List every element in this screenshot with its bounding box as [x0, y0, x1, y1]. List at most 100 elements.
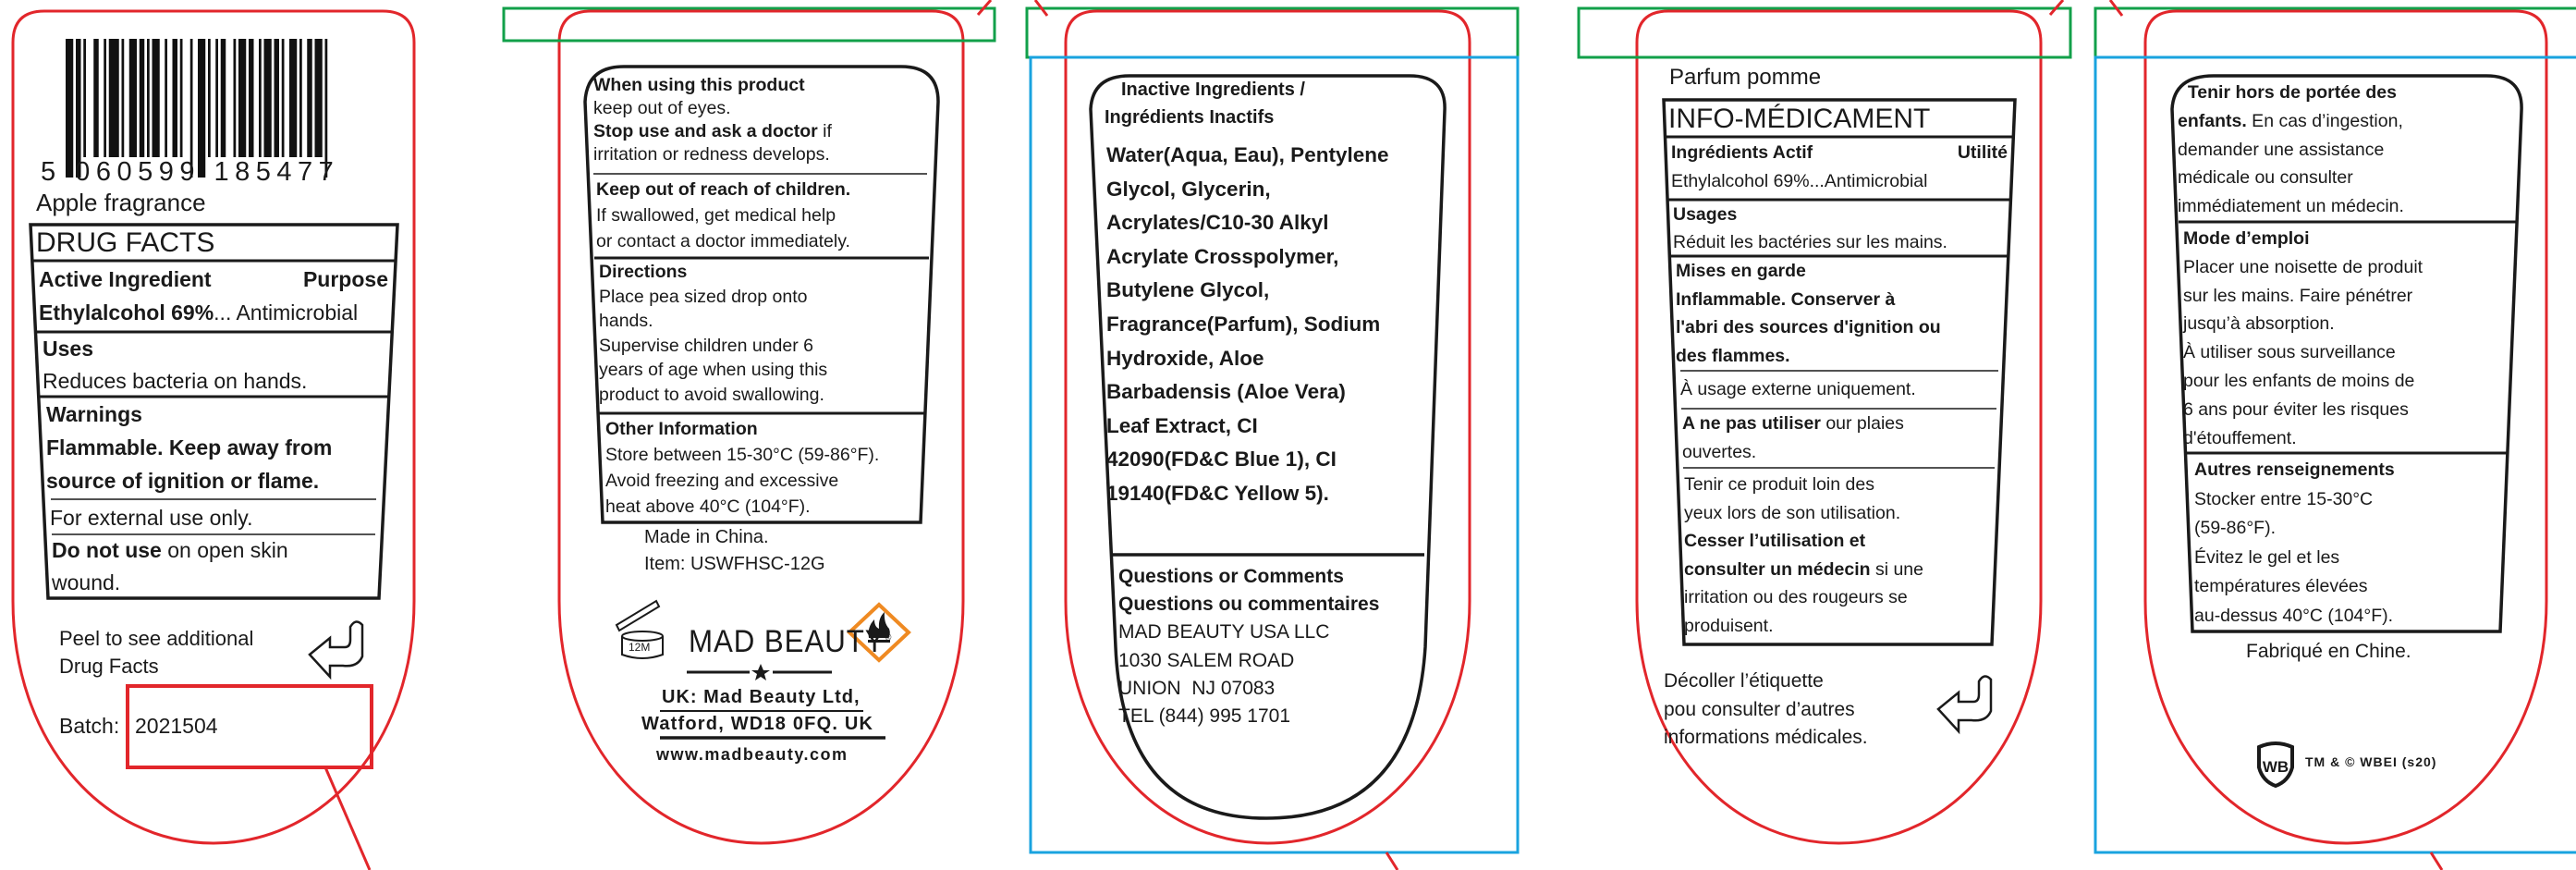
fragrance-name-fr: Parfum pomme [1669, 65, 1822, 90]
text-line: For external use only. [50, 501, 252, 534]
line-text: Water(Aqua, Eau), Pentylene [1106, 143, 1389, 166]
bold-text: Mises en garde [1676, 261, 1806, 281]
text-line: heat above 40°C (104°F). [605, 494, 879, 520]
text-line: TEL (844) 995 1701 [1118, 703, 1379, 730]
text-line: 6 ans pour éviter les risques [2183, 396, 2423, 424]
bold-text: Directions [599, 262, 688, 282]
text-line: Tenir ce produit loin des [1684, 471, 1923, 499]
drug-facts-title: DRUG FACTS [36, 227, 215, 258]
text-line: irritation or redness develops. [593, 143, 832, 166]
line-text: If swallowed, get medical help [596, 205, 836, 226]
line-text: pou consulter d’autres [1664, 698, 1855, 720]
text-line: immédiatement un médecin. [2178, 192, 2404, 221]
line-text: our plaies [1820, 413, 1904, 434]
barcode-bar [281, 39, 285, 157]
text-line: Décoller l’étiquette [1664, 668, 1934, 696]
line-text: Réduit les bactéries sur les mains. [1673, 232, 1947, 252]
text-line: Évitez le gel et les [2194, 544, 2395, 573]
peel-arrow-icon-fr [1936, 675, 1993, 735]
bold-text: Questions ou commentaires [1118, 594, 1380, 616]
brand-logo: MAD BEAUTY® [689, 624, 892, 660]
label-outline-3 [1064, 9, 1471, 845]
when-using-section: When using this product keep out of eyes.… [593, 74, 832, 166]
line-text: ... Antimicrobial [214, 300, 359, 325]
bold-text: When using this product [593, 75, 805, 95]
line-text: Ethylalcohol 69%...Antimicrobial [1671, 171, 1928, 191]
text-line: Acrylate Crosspolymer, [1106, 240, 1388, 275]
text-line: Tenir hors de portée des [2178, 79, 2404, 107]
line-text: keep out of eyes. [593, 98, 731, 118]
label-dielines [11, 9, 2548, 845]
text-line: Uses [43, 333, 307, 365]
text-line: Barbadensis (Aloe Vera) [1106, 375, 1388, 410]
website-link[interactable]: www.madbeauty.com [656, 745, 848, 764]
text-line: UNION NJ 07083 [1118, 675, 1379, 703]
line-text: Hydroxide, Aloe [1106, 346, 1264, 370]
wb-logo-text: WB [2263, 758, 2289, 776]
batch-label: Batch: [59, 714, 120, 738]
text-line: Fragrance(Parfum), Sodium [1106, 308, 1388, 342]
line-text: Peel to see additional [59, 627, 254, 650]
bold-text: Autres renseignements [2194, 460, 2395, 480]
line-text: irritation or redness develops. [593, 144, 830, 165]
line-text: Évitez le gel et les [2194, 546, 2340, 568]
period-after-opening-icon [615, 599, 664, 659]
fragrance-name: Apple fragrance [36, 189, 206, 216]
glue-strip-2 [502, 6, 996, 43]
line-text: Place pea sized drop onto [599, 286, 808, 307]
line-text: on open skin [161, 538, 288, 562]
line-text: informations médicales. [1664, 727, 1868, 748]
text-line: A ne pas utiliser our plaies [1682, 410, 1904, 438]
barcode-number: 5 060599 185477 [41, 157, 340, 187]
line-text: MAD BEAUTY USA LLC [1118, 621, 1330, 643]
line-text: Leaf Extract, CI [1106, 413, 1258, 437]
line-text: Butylene Glycol, [1106, 278, 1270, 302]
bold-text: source of ignition or flame. [46, 469, 320, 493]
text-line: Stocker entre 15-30°C [2194, 485, 2395, 515]
bold-text: Other Information [605, 419, 758, 439]
bold-text: Tenir hors de portée des [2178, 82, 2397, 103]
bold-text: Active Ingredient [39, 267, 212, 291]
barcode-bar [299, 39, 302, 157]
text-line: Directions [599, 260, 827, 285]
barcode-bar [83, 39, 86, 157]
barcode-bar [108, 39, 119, 157]
line-text: si une [1870, 558, 1923, 580]
text-line: Ethylalcohol 69%... Antimicrobial [39, 296, 388, 329]
text-line: MAD BEAUTY USA LLC [1118, 619, 1379, 646]
text-line: Inflammable. Conserver à [1676, 286, 1941, 314]
line-text: au-dessus 40°C (104°F). [2194, 605, 2394, 626]
bold-text: Questions or Comments [1118, 566, 1344, 587]
text-line: Mises en garde [1676, 257, 1941, 286]
text-line: (59-86°F). [2194, 514, 2395, 544]
barcode-bar [198, 39, 206, 178]
text-line: Questions or Comments [1118, 563, 1379, 591]
bold-text: Keep out of reach of children. [596, 179, 851, 200]
line-text: Acrylates/C10-30 Alkyl [1106, 211, 1329, 235]
text-line: Mode d’emploi [2183, 225, 2423, 253]
glue-strip-5 [2094, 6, 2576, 59]
text-line: 19140(FD&C Yellow 5). [1106, 477, 1388, 511]
line-text: À utiliser sous surveillance [2183, 342, 2396, 363]
text-line: Peel to see additional [59, 625, 298, 653]
bold-text: Ethylalcohol 69% [39, 300, 214, 325]
line-text: yeux lors de son utilisation. [1684, 502, 1901, 523]
text-line: jusqu’à absorption. [2183, 310, 2423, 338]
barcode-bar [93, 39, 99, 157]
text-line: product to avoid swallowing. [599, 383, 827, 408]
barcode-bar [259, 39, 262, 157]
text-line: Butylene Glycol, [1106, 274, 1388, 308]
line-text: product to avoid swallowing. [599, 384, 824, 405]
line-text: 19140(FD&C Yellow 5). [1106, 481, 1329, 505]
text-line: Ethylalcohol 69%...Antimicrobial [1671, 167, 2008, 196]
text-line: Placer une noisette de produit [2183, 253, 2423, 282]
barcode-bar [66, 39, 74, 178]
line-text: d'étouffement. [2183, 427, 2297, 448]
peel-arrow-icon [308, 620, 364, 680]
